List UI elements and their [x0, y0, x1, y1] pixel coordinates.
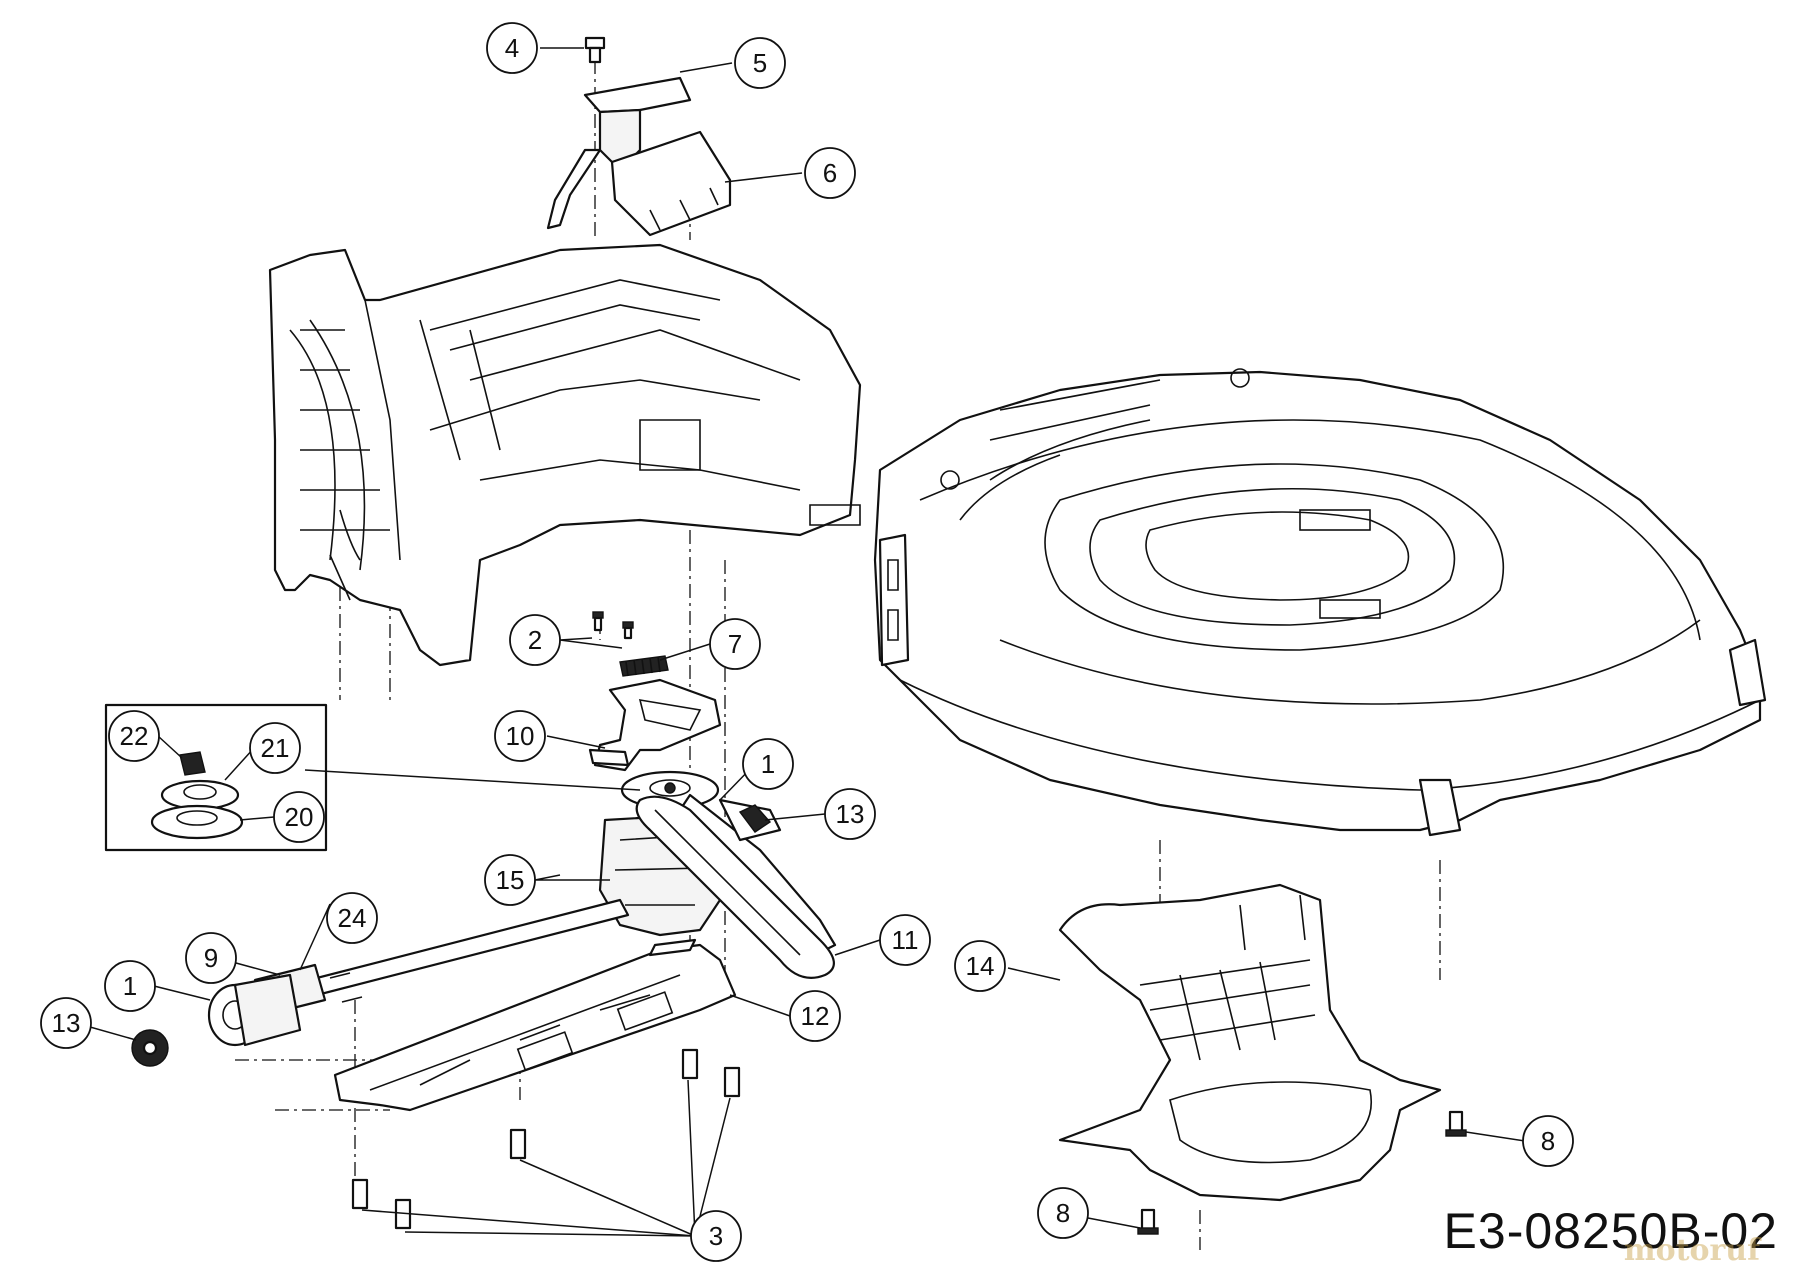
- bolts-part-3: [351, 1048, 741, 1230]
- callout-label: 6: [823, 158, 837, 188]
- callout-label: 13: [52, 1008, 81, 1038]
- callout-1-upper: 1: [742, 738, 794, 790]
- callout-9: 9: [185, 932, 237, 984]
- callout-24: 24: [326, 892, 378, 944]
- pinion-gear-part-13: [131, 1029, 169, 1067]
- callout-label: 5: [753, 48, 767, 78]
- callout-label: 4: [505, 33, 519, 63]
- watermark-logo: motoruf: [1623, 1233, 1760, 1268]
- screws-part-2: [592, 611, 634, 640]
- callout-12: 12: [789, 990, 841, 1042]
- drive-belt-part-11: [635, 795, 835, 979]
- callout-label: 22: [120, 721, 149, 751]
- callout-20: 20: [273, 791, 325, 843]
- callout-13-upper: 13: [824, 788, 876, 840]
- callout-label: 8: [1541, 1126, 1555, 1156]
- callout-label: 12: [801, 1001, 830, 1031]
- callout-label: 8: [1056, 1198, 1070, 1228]
- callout-22: 22: [108, 710, 160, 762]
- mower-deck: [873, 368, 1767, 837]
- callout-8-right: 8: [1522, 1115, 1574, 1167]
- callout-3: 3: [690, 1210, 742, 1262]
- screws-part-8: [1137, 1110, 1467, 1235]
- callout-label: 10: [506, 721, 535, 751]
- bearing-part-1: [207, 973, 302, 1047]
- callout-7: 7: [709, 618, 761, 670]
- callout-label: 1: [761, 749, 775, 779]
- callout-label: 2: [528, 625, 542, 655]
- handle-clip-part-5: [546, 76, 692, 230]
- bracket-part-10: [588, 678, 722, 772]
- callout-label: 11: [892, 925, 919, 955]
- rear-housing: [268, 243, 862, 667]
- callout-label: 7: [728, 629, 742, 659]
- callout-label: 14: [966, 951, 995, 981]
- callout-1-lower: 1: [104, 960, 156, 1012]
- callout-label: 13: [836, 799, 865, 829]
- callout-label: 3: [709, 1221, 723, 1251]
- callout-label: 21: [261, 733, 290, 763]
- callout-15: 15: [484, 854, 536, 906]
- callout-label: 15: [496, 865, 525, 895]
- callout-11: 11: [879, 914, 931, 966]
- callout-label: 1: [123, 971, 137, 1001]
- drawing-number: E3-08250B-02: [1443, 1203, 1778, 1259]
- callout-13-lower: 13: [40, 997, 92, 1049]
- callout-6: 6: [804, 147, 856, 199]
- callout-label: 24: [338, 903, 367, 933]
- callout-2: 2: [509, 614, 561, 666]
- base-plate-part-12: [333, 938, 737, 1112]
- chute-part-14: [1058, 883, 1442, 1202]
- callout-label: 9: [204, 943, 218, 973]
- callout-5: 5: [734, 37, 786, 89]
- callout-14: 14: [954, 940, 1006, 992]
- screw-part-4: [584, 36, 606, 64]
- callout-4: 4: [486, 22, 538, 74]
- callout-8-left: 8: [1037, 1187, 1089, 1239]
- spring-part-7: [619, 655, 669, 677]
- callout-10: 10: [494, 710, 546, 762]
- callout-label: 20: [285, 802, 314, 832]
- cover-part-6: [610, 130, 732, 237]
- callout-21: 21: [249, 722, 301, 774]
